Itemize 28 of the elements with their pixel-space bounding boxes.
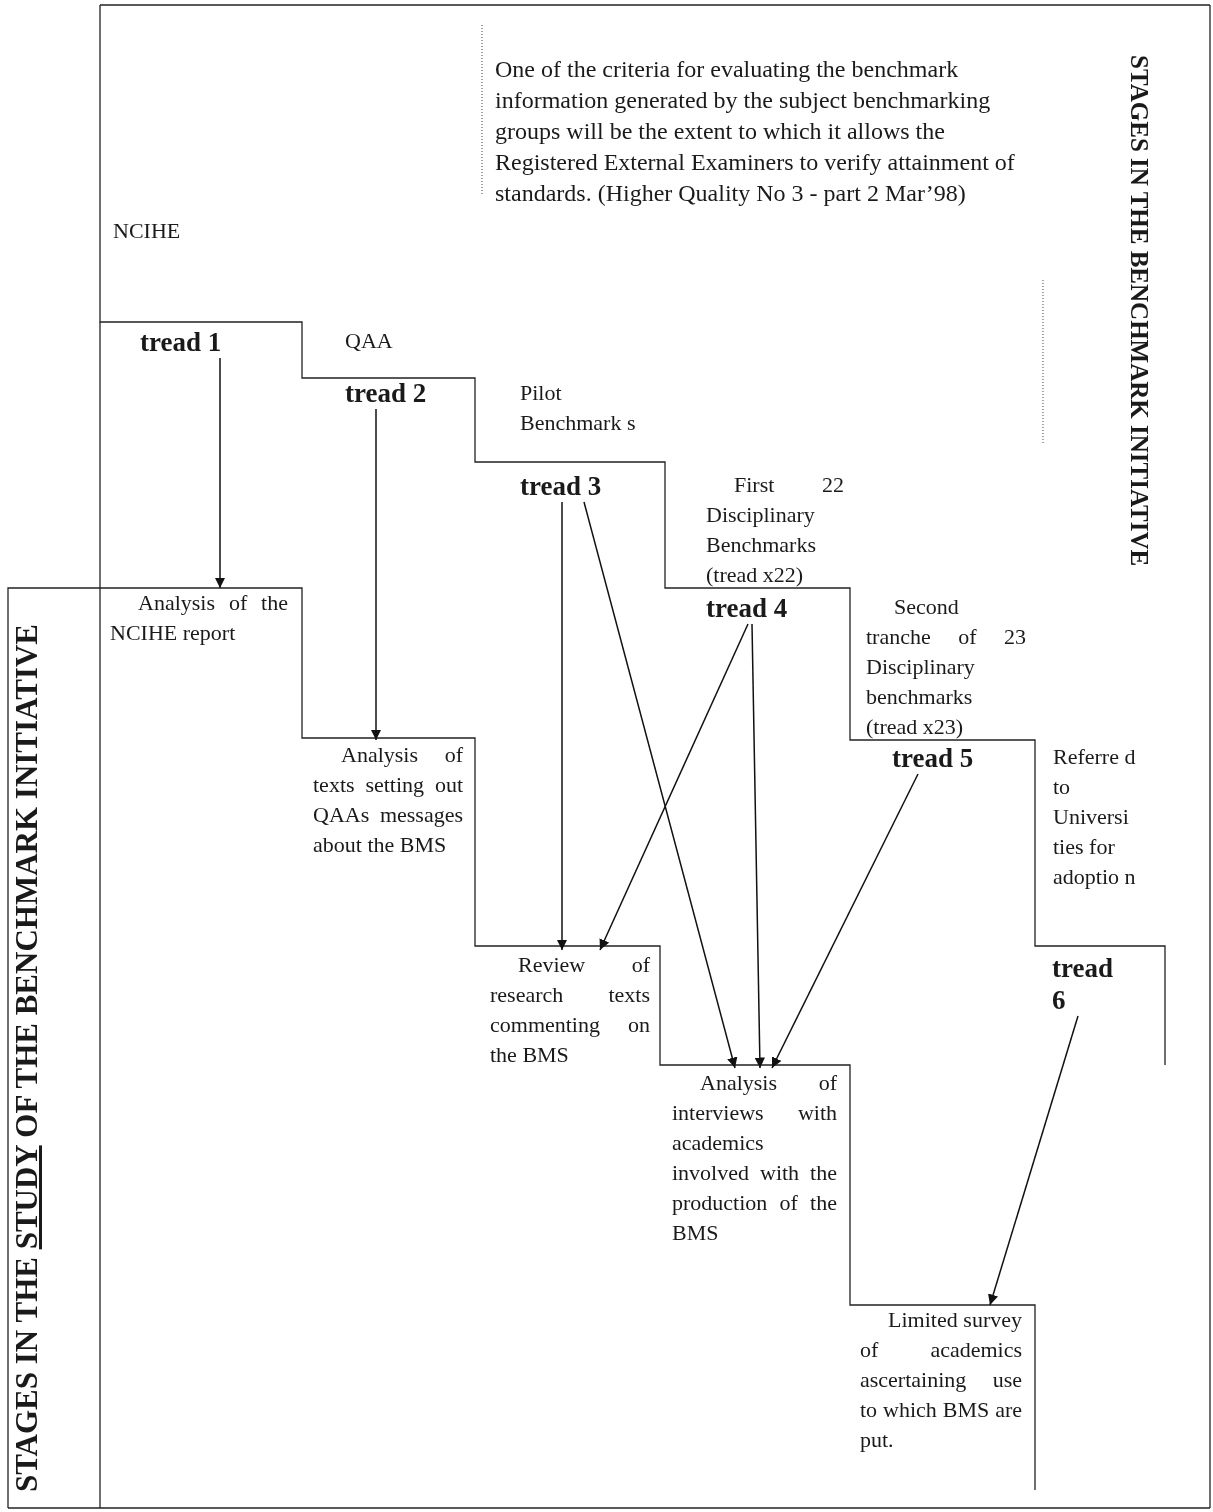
tread-label: tread 5 [892,742,1022,774]
stage-text: Analysis of texts setting out QAAs messages about the BMS [313,740,463,860]
stage-text: Analysis of the NCIHE report [110,588,288,648]
stage-text: Limited survey of academics ascertaining use to which BMS are put. [860,1305,1022,1455]
vertical-title: STAGES IN THE BENCHMARK INITIATIVE [1125,55,1154,569]
tread-label: tread 2 [345,377,475,409]
tread-label: tread 3 [520,470,650,502]
stage-text: QAA [345,326,445,356]
stage-text: Analysis of interviews with academics involved with the production of the BMS [672,1068,837,1248]
tread-label: tread 4 [706,592,836,624]
arrow [583,501,738,1069]
arrow [214,357,226,589]
stage-text: Review of research texts commenting on the BMS [490,950,650,1070]
tread-label: tread 1 [140,326,280,358]
stage-text: NCIHE [113,216,213,246]
arrow [751,623,766,1069]
vertical-title: STAGES IN THE STUDY OF THE BENCHMARK INITIATIVE [9,623,45,1492]
stage-text: First 22 Disciplinary Benchmarks (tread x22) [706,470,844,590]
arrow [771,773,919,1069]
tread-label: tread 6 [1052,952,1132,1016]
arrow [370,408,382,741]
arrow [556,501,568,951]
stage-text: Referre d to Universi ties for adoptio n [1053,742,1145,892]
arrow [988,1015,1079,1306]
quote-text: One of the criteria for evaluating the benchmark information generated by the subject benchmarking groups will be the extent to which it allows the Registered External Examiners to verify attainment of standards. (Higher Quality No 3 - part 2 Mar’98) [495,54,1040,209]
stage-text: Pilot Benchmark s [493,378,643,438]
stage-text: Second tranche of 23 Disciplinary benchmarks (tread x23) [866,592,1026,742]
arrow [599,623,749,951]
